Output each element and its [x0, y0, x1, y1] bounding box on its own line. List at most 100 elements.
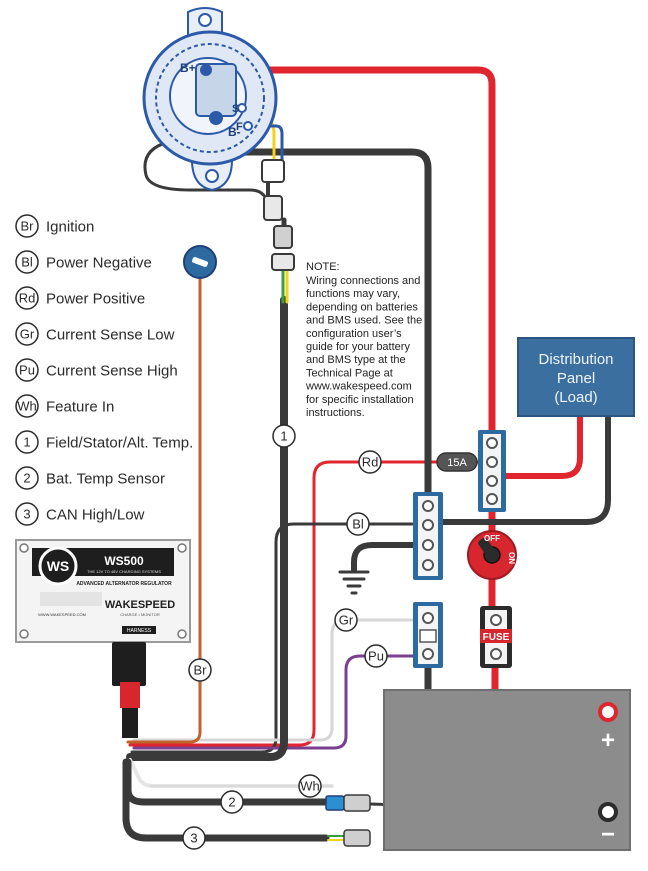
- main-fuse: FUSE: [480, 606, 512, 668]
- positive-busbar-stud-2: [486, 456, 498, 468]
- note-line: Wiring connections and: [306, 275, 420, 287]
- note-line: guide for your battery: [306, 341, 410, 353]
- battery-switch: OFF ON: [467, 530, 517, 580]
- harness-plug-2: [271, 253, 295, 271]
- positive-busbar-inner: [483, 434, 501, 508]
- battery-switch-on: ON: [507, 552, 516, 564]
- regulator-harness-label: HARNESS: [127, 628, 152, 634]
- wire-label-one: 1: [272, 424, 296, 448]
- distribution-panel-line2: Panel: [557, 370, 595, 387]
- inline-fuse-label: 15A: [447, 457, 467, 469]
- shunt: [413, 602, 443, 668]
- wire-label-text: 2: [228, 795, 235, 810]
- legend-badge: [15, 358, 39, 382]
- legend-badge: [15, 214, 39, 238]
- shunt-element: [419, 629, 437, 643]
- battery-body: [383, 689, 631, 851]
- alternator-b-plus-post: [200, 64, 212, 76]
- main-fuse-stud-bottom: [490, 648, 502, 660]
- battery-negative-terminal: [598, 802, 618, 822]
- wire-label-text: Bl: [352, 517, 364, 532]
- alternator-b-plus-label: B+: [180, 61, 196, 75]
- wire-label-badge: [220, 790, 244, 814]
- positive-busbar-stud-3: [486, 475, 498, 487]
- negative-busbar-stud-2: [422, 519, 434, 531]
- stator-plug-top: [261, 159, 285, 183]
- harness-plug-1: [273, 225, 293, 249]
- legend-code: Wh: [17, 399, 37, 414]
- stator-connector: [261, 159, 295, 271]
- legend-label: Power Negative: [46, 255, 152, 272]
- regulator-screw-tl: [19, 543, 29, 553]
- wire-rd: [128, 460, 480, 747]
- battery-positive-terminal: [598, 702, 618, 722]
- battery-plus-sign: +: [601, 727, 615, 754]
- negative-busbar-stud-1: [422, 500, 434, 512]
- regulator-brand-sub: CHARGE • MONITOR: [120, 612, 160, 617]
- note-line: configuration user’s: [306, 328, 402, 340]
- note-line: www.wakespeed.com: [305, 381, 412, 393]
- positive-busbar-stud-4: [486, 493, 498, 505]
- harness-plug-neck: [122, 708, 138, 738]
- note-line: Technical Page at: [306, 367, 393, 379]
- note-line: depending on batteries: [306, 301, 418, 313]
- harness-plug: [112, 642, 146, 738]
- wire-label-badge: [358, 450, 382, 474]
- temp-sensor-connector: [325, 794, 371, 812]
- battery-switch-handle: [478, 537, 496, 558]
- wire-label-pu: Pu: [364, 644, 388, 668]
- note-line: for specific installation: [306, 394, 414, 406]
- wire-label-badge: [334, 608, 358, 632]
- wire-ground: [351, 542, 423, 573]
- shunt-stud-top: [422, 612, 434, 624]
- wire-harness-1: [126, 296, 288, 761]
- legend-code: 1: [23, 435, 30, 450]
- note-line: and BMS type at the: [306, 354, 406, 366]
- harness-plug-body: [112, 642, 146, 686]
- wire-label-badge: [188, 658, 212, 682]
- alternator-b-minus-post: [209, 111, 223, 125]
- wire-label-badge: [272, 424, 296, 448]
- distribution-panel-box: [517, 337, 635, 417]
- alternator-mount-hole-top: [198, 13, 212, 27]
- regulator-subtitle: ADVANCED ALTERNATOR REGULATOR: [76, 581, 172, 587]
- alternator-f-label: F: [236, 121, 243, 133]
- note-line: functions may vary,: [306, 288, 400, 300]
- main-fuse-element: [480, 629, 512, 643]
- battery-minus-sign: −: [601, 821, 615, 848]
- legend-label: Feature In: [46, 399, 114, 416]
- wire-label-badge: [346, 512, 370, 536]
- positive-busbar-stud-1: [486, 437, 498, 449]
- regulator-screw-br: [177, 629, 187, 639]
- negative-busbar-stud-4: [422, 559, 434, 571]
- temp-sensor-plug-a: [325, 795, 345, 811]
- ground-symbol: [338, 570, 370, 595]
- legend-code: Rd: [19, 291, 36, 306]
- wire-label-bl: Bl: [346, 512, 370, 536]
- note-line: instructions.: [306, 407, 365, 419]
- regulator-logo-badge: [38, 546, 78, 586]
- distribution-panel-line3: (Load): [554, 389, 597, 406]
- regulator-brand: WAKESPEED: [105, 599, 175, 611]
- negative-busbar-stud-3: [422, 539, 434, 551]
- main-fuse-label: FUSE: [483, 632, 510, 643]
- legend-label: Current Sense High: [46, 363, 178, 380]
- wire-panel-negative: [437, 415, 611, 525]
- wire-label-two: 2: [220, 790, 244, 814]
- wire-field-blue: [250, 124, 284, 164]
- regulator-screw-tr: [177, 543, 187, 553]
- legend-badge: [15, 430, 39, 454]
- wire-label-br: Br: [188, 658, 212, 682]
- wire-label-badge: [298, 774, 322, 798]
- ignition-switch: [183, 245, 217, 279]
